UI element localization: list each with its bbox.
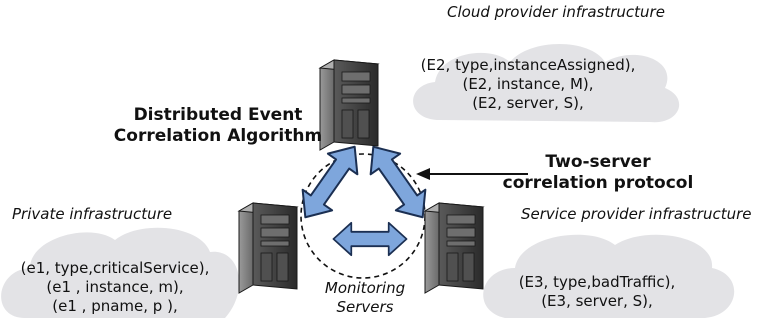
protocol-label: Two-server correlation protocol bbox=[493, 152, 703, 194]
service-fact: (E3, type,badTraffic), bbox=[518, 273, 676, 291]
protocol-label-line2: correlation protocol bbox=[502, 173, 694, 193]
monitoring-circle bbox=[300, 153, 426, 279]
cloud-fact: (E2, server, S), bbox=[472, 94, 584, 112]
cloud-shape-right bbox=[483, 234, 735, 318]
service-fact: (E3, server, S), bbox=[541, 292, 653, 310]
arrow-left-diagonal bbox=[289, 135, 371, 229]
monitoring-servers-label: Monitoring Servers bbox=[310, 279, 420, 317]
private-fact: (e1 , pname, p ), bbox=[52, 297, 178, 315]
private-infrastructure-title: Private infrastructure bbox=[12, 205, 173, 223]
private-fact: (e1 , instance, m), bbox=[46, 278, 184, 296]
server-icon-right bbox=[424, 202, 484, 294]
algorithm-label-line1: Distributed Event bbox=[133, 105, 303, 125]
server-icon-left bbox=[238, 202, 298, 294]
protocol-pointer-arrow bbox=[416, 168, 528, 180]
private-fact: (e1, type,criticalService), bbox=[20, 259, 210, 277]
service-facts: (E3, type,badTraffic), (E3, server, S), bbox=[492, 273, 702, 311]
cloud-provider-title: Cloud provider infrastructure bbox=[447, 3, 665, 21]
arrow-horizontal bbox=[332, 221, 408, 257]
service-provider-title: Service provider infrastructure bbox=[521, 205, 752, 223]
cloud-facts: (E2, type,instanceAssigned), (E2, instan… bbox=[412, 56, 644, 113]
monitoring-label-line2: Servers bbox=[336, 298, 394, 316]
cloud-shape-left bbox=[1, 227, 240, 318]
private-facts: (e1, type,criticalService), (e1 , instan… bbox=[0, 259, 230, 316]
monitoring-label-line1: Monitoring bbox=[324, 279, 406, 297]
cloud-fact: (E2, instance, M), bbox=[462, 75, 594, 93]
algorithm-label-line2: Correlation Algorithm bbox=[113, 126, 323, 146]
algorithm-label: Distributed Event Correlation Algorithm bbox=[103, 105, 333, 147]
cloud-shape-top bbox=[413, 44, 680, 123]
protocol-label-line1: Two-server bbox=[545, 152, 651, 172]
cloud-fact: (E2, type,instanceAssigned), bbox=[420, 56, 636, 74]
